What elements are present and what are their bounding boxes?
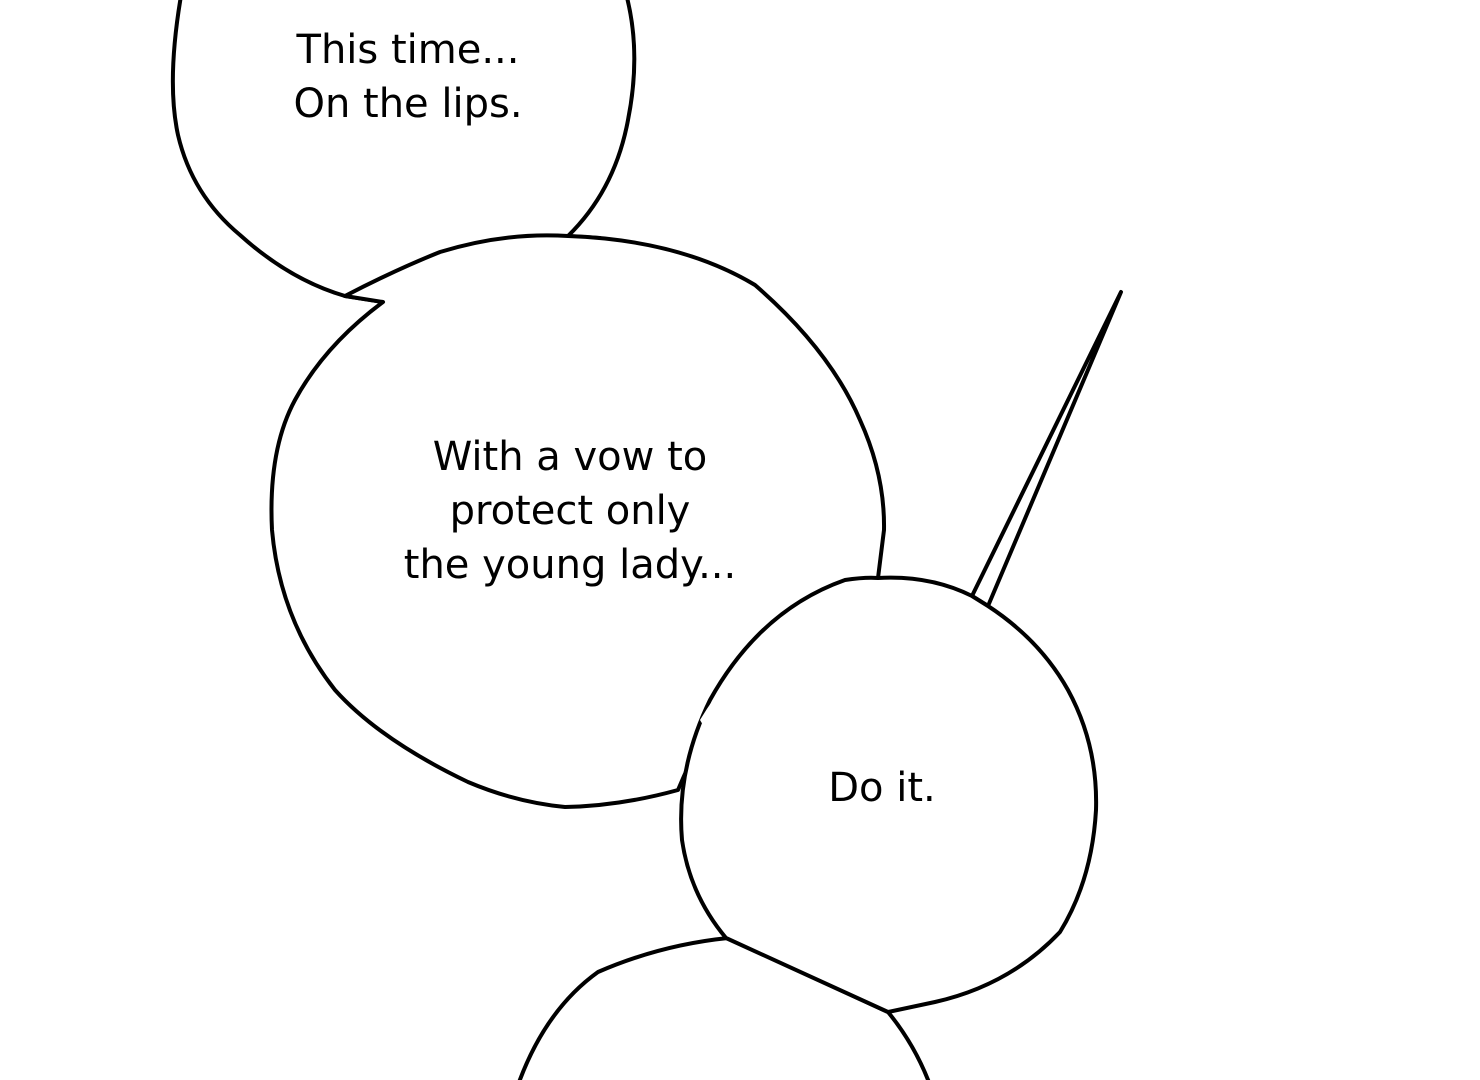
dialogue-line: the young lady... bbox=[403, 542, 737, 588]
dialogue-line: On the lips. bbox=[293, 81, 523, 127]
speech-bubble-right-text: Do it. bbox=[782, 761, 982, 815]
dialogue-line: With a vow to bbox=[432, 434, 708, 480]
speech-bubble-top-text: This time... On the lips. bbox=[248, 23, 568, 131]
dialogue-line: This time... bbox=[296, 27, 520, 73]
dialogue-line: Do it. bbox=[828, 765, 936, 811]
speech-bubble-bottom-partial-outline bbox=[517, 936, 931, 1080]
speech-bubble-right-outline bbox=[679, 575, 1099, 1014]
speech-bubble-middle-text: With a vow to protect only the young lad… bbox=[370, 430, 770, 592]
speech-bubble-tail bbox=[970, 290, 1123, 608]
bubble-join-cover bbox=[700, 588, 870, 740]
dialogue-line: protect only bbox=[449, 488, 691, 534]
